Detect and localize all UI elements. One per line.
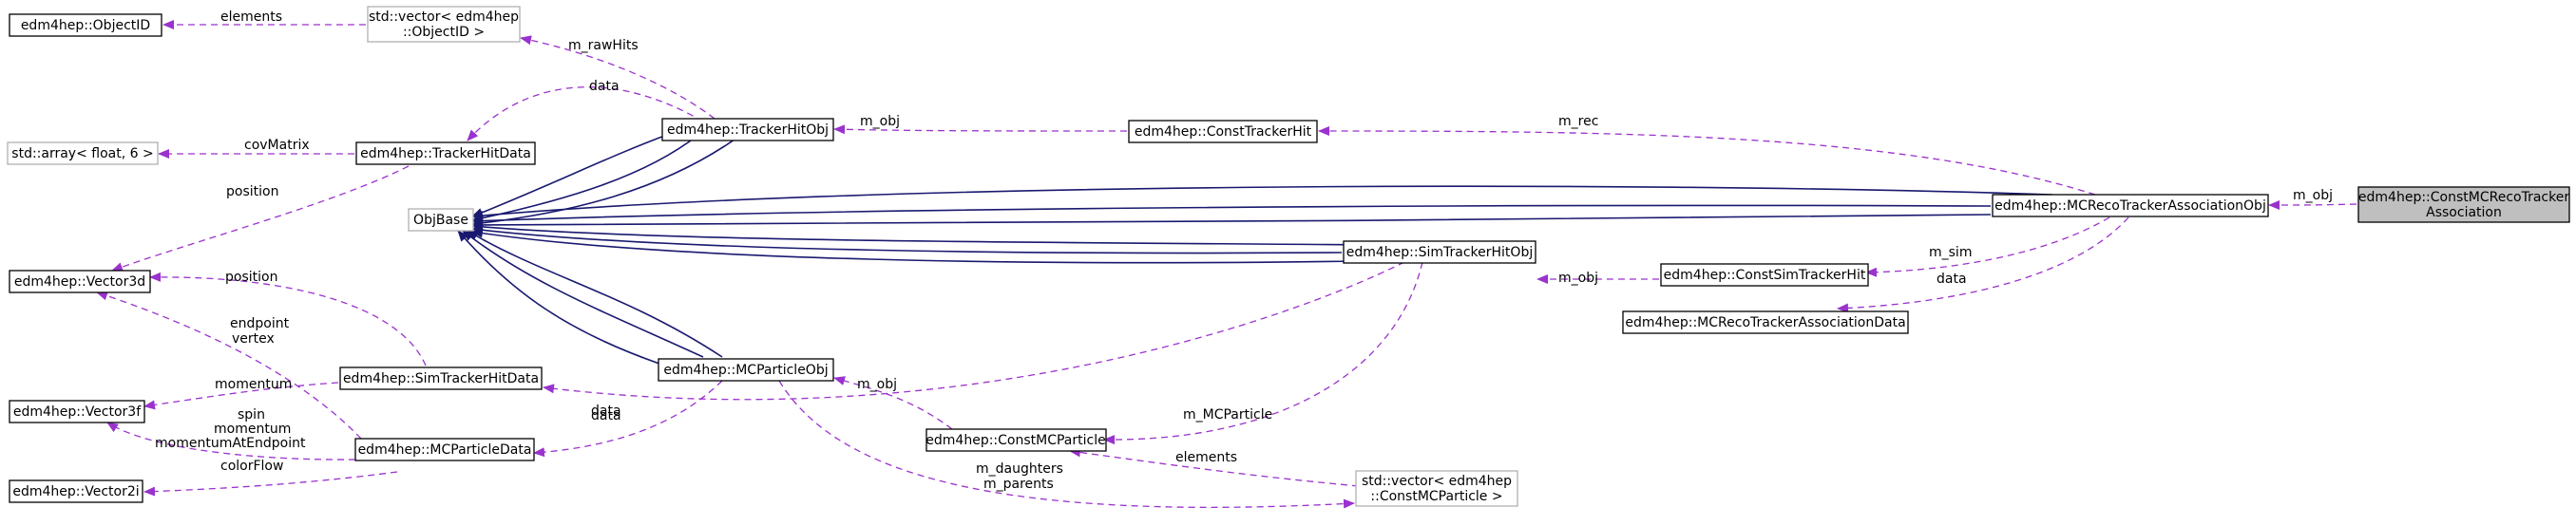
edge-label-m-obj-tracker: m_obj (860, 114, 900, 129)
edge-label-m-rawhits: m_rawHits (568, 38, 639, 53)
edge-label-momentum-mcparticle: momentum (214, 422, 291, 437)
edge-simtrackerhitobj-constmcparticle: m_MCParticle (1103, 261, 1423, 445)
edge-label-elements-objectid: elements (220, 9, 282, 25)
edge-mcparticledata-vector3f: spin momentum momentumAtEndpoint (106, 407, 356, 460)
edge-constsimtrackerhit-simtrackerhitobj: m_obj (1536, 271, 1660, 286)
inherit-edge-assocobj-objbase (471, 185, 2053, 230)
node-mc-particle-data[interactable]: edm4hep::MCParticleData (354, 438, 535, 461)
edge-assocobj-constsimtrackerhit: m_sim (1865, 216, 2110, 277)
edge-label-m-parents: m_parents (983, 477, 1054, 492)
node-label: edm4hep::Vector2i (12, 484, 139, 499)
node-label: ::ObjectID > (403, 25, 485, 40)
edge-label-m-mcparticle: m_MCParticle (1183, 407, 1272, 423)
inherit-edge-mcparticleobj-objbase (457, 230, 723, 365)
node-label: edm4hep::MCParticleObj (663, 363, 828, 378)
edge-label-vertex: vertex (232, 331, 275, 347)
node-tracker-hit-data[interactable]: edm4hep::TrackerHitData (355, 141, 536, 165)
node-label: edm4hep::TrackerHitObj (667, 122, 829, 138)
edge-label-m-obj: m_obj (2293, 188, 2333, 203)
edge-trackerhitobj-trackerhitdata: data (467, 79, 704, 141)
node-objbase[interactable]: ObjBase (408, 208, 474, 232)
edge-consttrackerhit-trackerhitobj: m_obj (833, 114, 1128, 135)
node-label: std::vector< edm4hep (1362, 474, 1512, 489)
edge-label-position-simtracker: position (225, 270, 277, 285)
edge-vectorconstmcparticle-constmcparticle: elements (1069, 447, 1360, 487)
node-vector-const-mc-particle[interactable]: std::vector< edm4hep ::ConstMCParticle > (1355, 470, 1518, 507)
node-label: edm4hep::Vector3d (14, 274, 145, 290)
node-label: edm4hep::MCParticleData (358, 442, 532, 458)
node-label: edm4hep::Vector3f (13, 404, 142, 420)
edge-label-m-obj-mcparticle: m_obj (857, 377, 897, 392)
edge-mcparticleobj-mcparticledata: data (533, 380, 723, 458)
node-vector-object-id[interactable]: std::vector< edm4hep ::ObjectID > (367, 6, 521, 43)
node-label: ::ConstMCParticle > (1370, 489, 1502, 504)
edge-assocobj-assocdata: data (1837, 216, 2129, 313)
edge-label-momentum-at-endpoint: momentumAtEndpoint (155, 436, 306, 451)
node-label: edm4hep::MCRecoTrackerAssociationData (1625, 315, 1905, 330)
edge-label-colorflow: colorFlow (220, 459, 283, 474)
node-label: edm4hep::ConstTrackerHit (1135, 124, 1312, 140)
node-label: edm4hep::SimTrackerHitData (343, 371, 539, 386)
node-label: std::vector< edm4hep (369, 9, 519, 25)
node-label: edm4hep::ObjectID (21, 18, 150, 33)
node-mc-particle-obj[interactable]: edm4hep::MCParticleObj (658, 358, 834, 382)
edge-label-m-rec: m_rec (1558, 114, 1598, 129)
edge-simtrackerhitdata-vector3d: position (149, 270, 427, 366)
edge-label-data-tracker: data (589, 79, 620, 94)
edge-vectorobjectid-objectid: elements (162, 9, 366, 29)
edge-constmcparticle-mcparticleobj: m_obj (833, 376, 953, 430)
node-tracker-hit-obj[interactable]: edm4hep::TrackerHitObj (661, 118, 834, 141)
node-object-id[interactable]: edm4hep::ObjectID (9, 13, 162, 37)
edge-label-m-obj-simtracker: m_obj (1558, 271, 1598, 286)
node-mc-reco-tracker-association-data[interactable]: edm4hep::MCRecoTrackerAssociationData (1622, 310, 1909, 334)
node-label: edm4hep::MCRecoTrackerAssociationObj (1994, 198, 2266, 214)
node-const-mc-particle[interactable]: edm4hep::ConstMCParticle (925, 428, 1107, 452)
edge-trackerhitdata-array: covMatrix (158, 138, 354, 159)
node-sim-tracker-hit-obj[interactable]: edm4hep::SimTrackerHitObj (1343, 240, 1536, 264)
node-label: edm4hep::ConstMCParticle (925, 433, 1105, 448)
edge-focus-assocobj: m_obj (2268, 188, 2357, 210)
node-const-tracker-hit[interactable]: edm4hep::ConstTrackerHit (1128, 120, 1318, 143)
edge-label-covmatrix: covMatrix (244, 138, 310, 153)
node-array-float-6[interactable]: std::array< float, 6 > (7, 141, 159, 165)
edge-label-elements-mcparticle: elements (1175, 450, 1237, 465)
node-vector3d[interactable]: edm4hep::Vector3d (9, 270, 151, 293)
edge-trackerhitdata-vector3d: position (111, 165, 410, 272)
edge-label-spin: spin (238, 407, 265, 423)
edge-mcparticleobj-vectorconstmcparticle: m_daughters m_parents (778, 380, 1355, 509)
edge-label-position-tracker: position (226, 184, 278, 199)
node-vector3f[interactable]: edm4hep::Vector3f (9, 400, 145, 423)
inherit-edge-simtrackerhitobj-objbase (471, 221, 1379, 264)
edge-label-momentum-simtracker: momentum (215, 377, 292, 392)
edge-label-endpoint: endpoint (230, 316, 290, 331)
edge-mcparticledata-vector3d: endpoint vertex (96, 291, 362, 440)
edge-label-data-mcparticle: data (591, 408, 621, 423)
edge-mcparticledata-vector2i: colorFlow (143, 459, 398, 497)
edge-label-m-daughters: m_daughters (976, 461, 1063, 477)
node-label: std::array< float, 6 > (11, 146, 153, 161)
node-const-sim-tracker-hit[interactable]: edm4hep::ConstSimTrackerHit (1660, 263, 1869, 287)
node-label: Association (2426, 205, 2502, 220)
node-mc-reco-tracker-association-obj[interactable]: edm4hep::MCRecoTrackerAssociationObj (1992, 194, 2269, 217)
node-label: edm4hep::ConstSimTrackerHit (1664, 268, 1866, 283)
edge-label-m-sim: m_sim (1929, 245, 1972, 260)
node-sim-tracker-hit-data[interactable]: edm4hep::SimTrackerHitData (339, 366, 543, 390)
node-label: edm4hep::TrackerHitData (360, 146, 531, 161)
node-vector2i[interactable]: edm4hep::Vector2i (9, 479, 143, 503)
node-label: edm4hep::ConstMCRecoTracker (2358, 190, 2569, 205)
edge-trackerhitobj-vectorobjectid: m_rawHits (520, 35, 716, 120)
edge-assocobj-consttrackerhit: m_rec (1318, 114, 2096, 196)
node-label: edm4hep::SimTrackerHitObj (1346, 245, 1533, 260)
edge-simtrackerhitobj-simtrackerhitdata: data (543, 261, 1405, 419)
node-const-mc-reco-tracker-association[interactable]: edm4hep::ConstMCRecoTracker Association (2357, 186, 2570, 223)
node-label: ObjBase (413, 213, 468, 228)
edge-simtrackerhitdata-vector3f: momentum (143, 377, 339, 410)
edge-label-data-simtracker: data (591, 404, 621, 419)
edge-label-data-assoc: data (1937, 272, 1967, 287)
